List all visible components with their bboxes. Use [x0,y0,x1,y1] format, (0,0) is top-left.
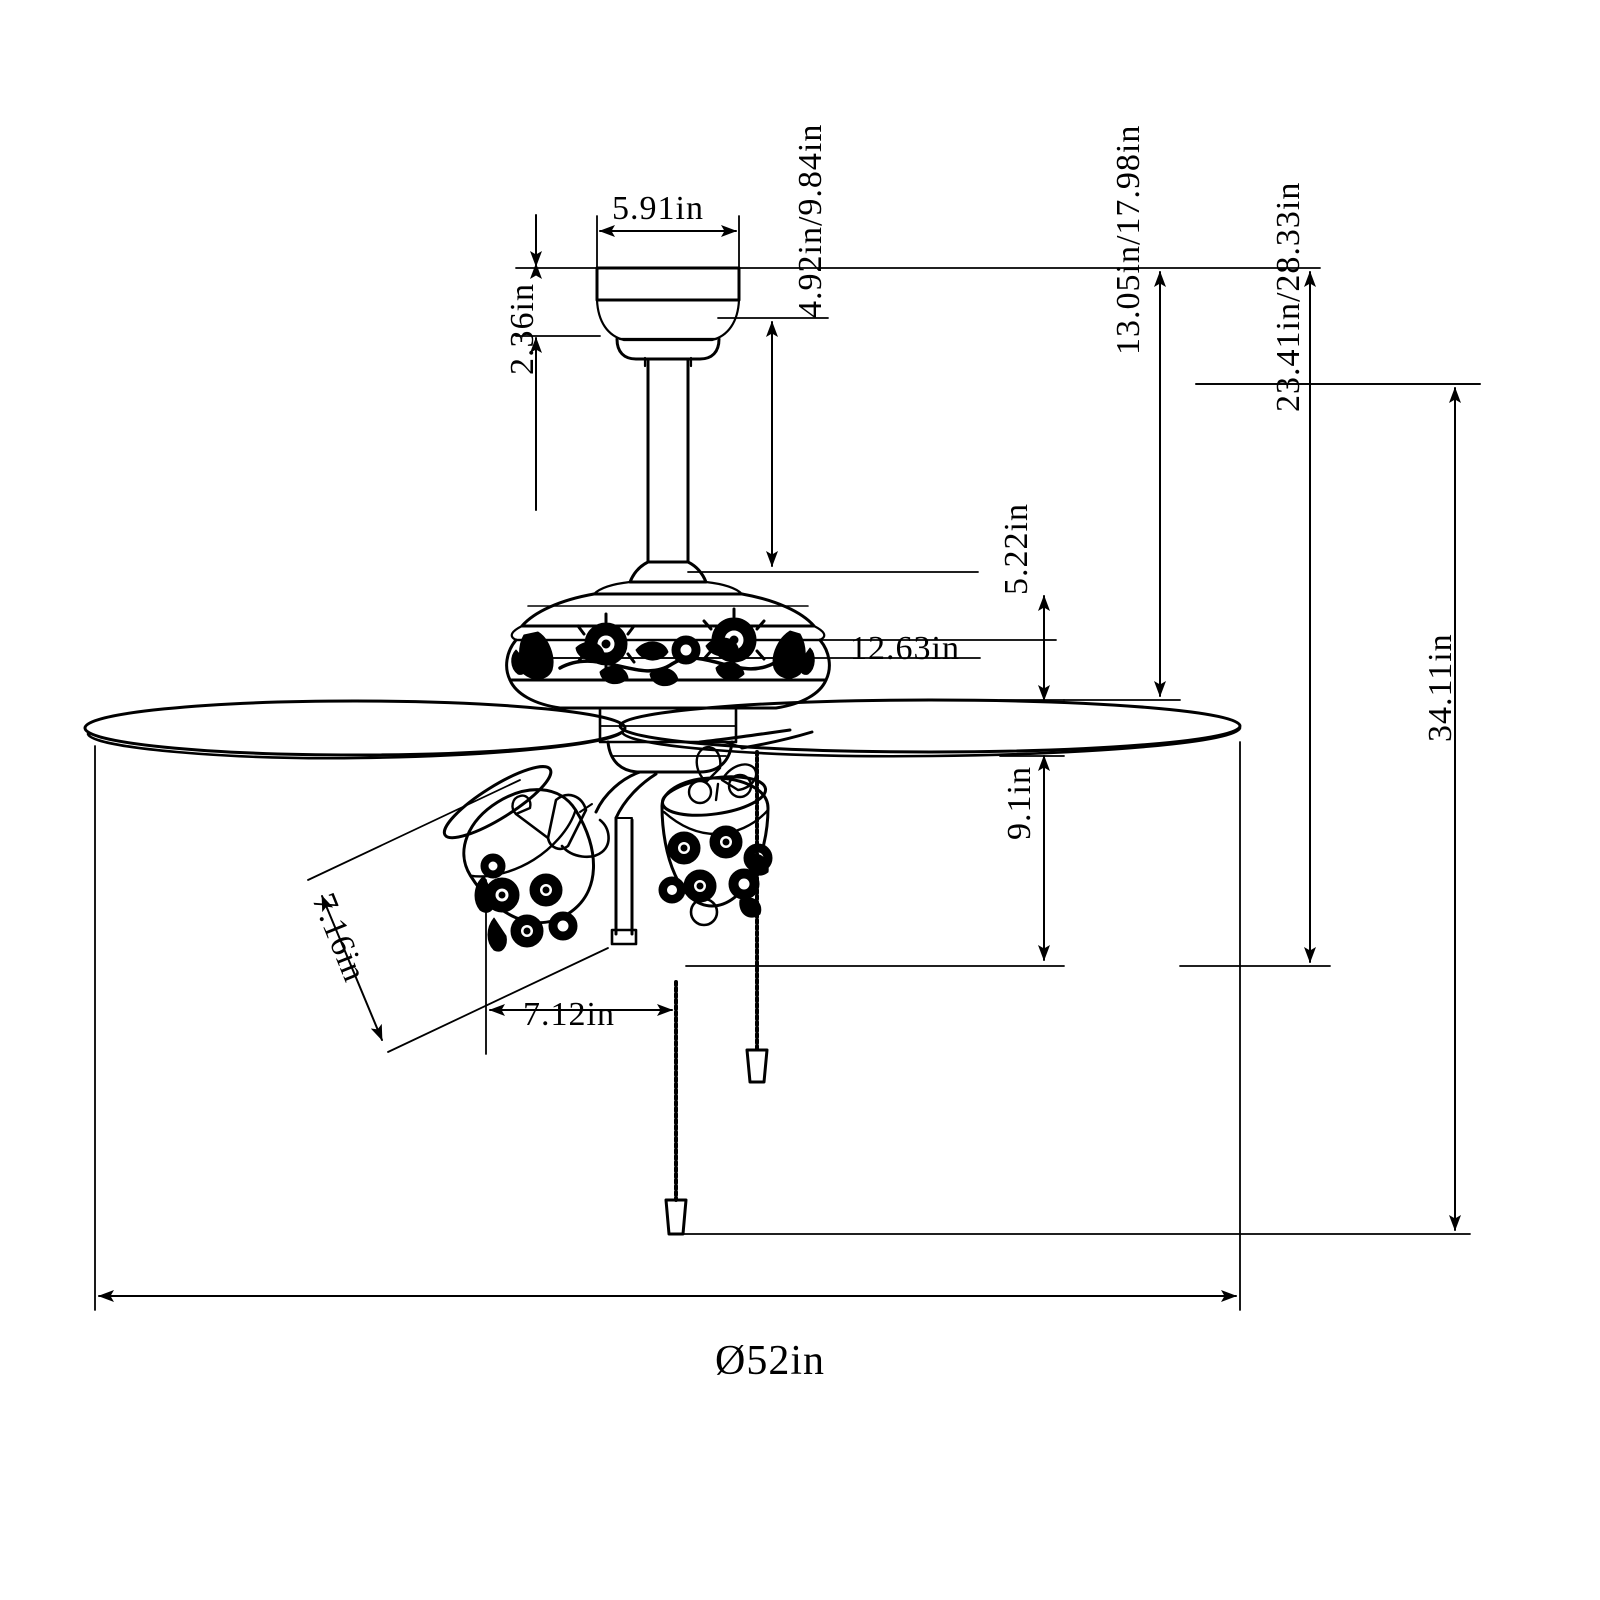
dim-label-shade-offset: 7.12in [523,996,615,1033]
dim-label-ceiling-to-blade: 13.05in/17.98in [1110,124,1147,355]
blade-mount-bracket [598,708,814,774]
motor-housing-shape [505,560,831,710]
light-shade-tilted-shape [442,765,610,952]
pull-chain-short-shape [745,750,769,1084]
dim-label-housing-width: 12.63in [850,630,960,667]
downrod-shape [646,358,690,564]
dim-label-blade-span: Ø52in [715,1338,825,1384]
dim-label-motor-to-blade: 5.22in [998,503,1035,595]
dim-label-overall-height: 34.11in [1422,633,1459,742]
dimension-lines [94,214,1481,1311]
butterfly-finial [687,745,758,805]
motor-housing-floral-decor [511,607,815,687]
light-fixture-arms [594,770,658,946]
dim-label-canopy-height: 2.36in [504,283,541,375]
dim-label-canopy-width: 5.91in [612,190,704,227]
dim-label-downrod-length: 4.92in/9.84in [792,123,829,318]
ceiling-canopy-shape [595,266,741,368]
dim-label-ceiling-to-light: 23.41in/28.33in [1270,181,1307,412]
pull-chain-long-shape [664,980,688,1236]
dim-label-blade-to-light: 9.1in [1001,766,1038,840]
fan-blade-left-shape [83,699,627,760]
